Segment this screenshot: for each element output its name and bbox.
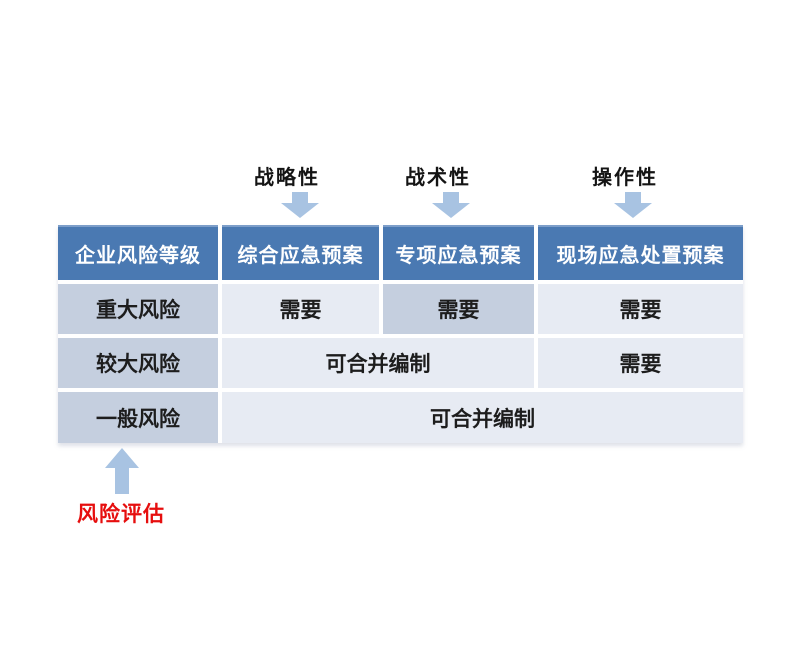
row-general-risk-level: 一般风险: [58, 392, 218, 443]
up-arrow-icon: [105, 448, 139, 494]
row-major-onsite-value: 需要: [538, 284, 743, 334]
row-major-risk-level: 重大风险: [58, 284, 218, 334]
row-larger-merged-value: 可合并编制: [222, 338, 534, 388]
table-header-risk-level: 企业风险等级: [58, 225, 218, 280]
plan-type-label-strategic: 战略性: [254, 167, 320, 189]
plan-type-label-operational: 操作性: [592, 167, 658, 189]
risk-plan-table: 企业风险等级 综合应急预案 专项应急预案 现场应急处置预案 重大风险 需要 需要…: [58, 225, 743, 443]
table-header-special-plan: 专项应急预案: [383, 225, 534, 280]
row-major-comprehensive-value: 需要: [222, 284, 379, 334]
table-header-comprehensive-plan: 综合应急预案: [222, 225, 379, 280]
row-larger-onsite-value: 需要: [538, 338, 743, 388]
table-header-onsite-plan: 现场应急处置预案: [538, 225, 743, 280]
risk-assessment-label: 风险评估: [77, 502, 165, 526]
row-larger-risk-level: 较大风险: [58, 338, 218, 388]
row-general-merged-value: 可合并编制: [222, 392, 743, 443]
down-arrow-icon: [432, 192, 470, 218]
down-arrow-icon: [281, 192, 319, 218]
down-arrow-icon: [614, 192, 652, 218]
row-major-special-value: 需要: [383, 284, 534, 334]
plan-type-label-tactical: 战术性: [405, 167, 471, 189]
